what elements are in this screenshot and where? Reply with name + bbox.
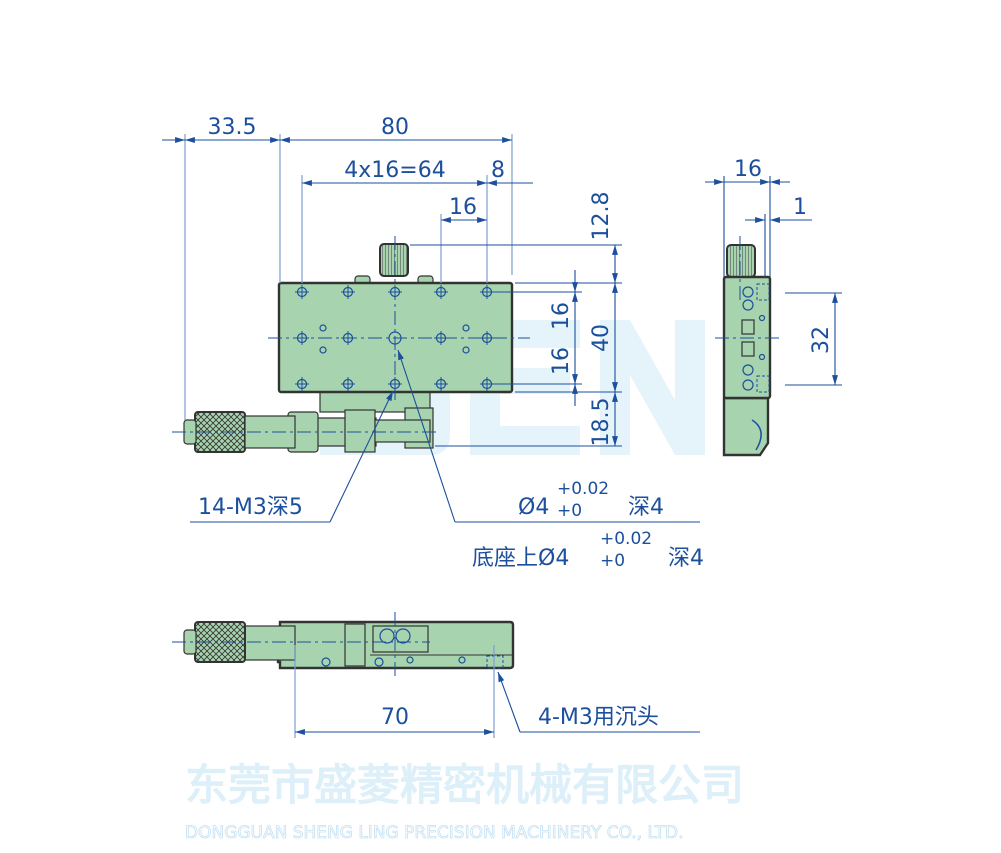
top-view-dimensions: 33.5 80 4x16=64 8 16 12.8 40 18.5 16 16 — [162, 115, 622, 447]
hole-crosshair — [434, 377, 448, 391]
dim-base-18-5: 18.5 — [589, 398, 614, 447]
note-base-pin-hole: 底座上Ø4 — [472, 546, 569, 571]
hole-crosshair — [295, 285, 309, 299]
note-countersunk-holes: 4-M3用沉头 — [538, 705, 659, 730]
pin-hole-depth: 深4 — [628, 495, 664, 520]
pin-hole-tol-lower: +0 — [557, 501, 582, 521]
base-pin-hole-depth: 深4 — [668, 546, 704, 571]
hole-crosshair — [341, 377, 355, 391]
side-view-dimensions: 16 1 32 — [705, 157, 842, 386]
note-pin-hole: Ø4 — [518, 495, 549, 520]
dim-hole-span: 4x16=64 — [344, 158, 445, 183]
hole-crosshair — [295, 377, 309, 391]
dim-pitch-16: 16 — [449, 195, 477, 220]
dim-width-80: 80 — [381, 115, 409, 140]
dim-side-width-16: 16 — [734, 157, 762, 182]
hole-crosshair — [434, 285, 448, 299]
dim-height-40: 40 — [589, 324, 614, 352]
bottom-view — [172, 612, 515, 678]
hole-crosshair — [341, 285, 355, 299]
bottom-view-dimensions: 70 4-M3用沉头 — [294, 645, 700, 738]
dim-knob-12-8: 12.8 — [589, 192, 614, 241]
dim-bottom-span-70: 70 — [381, 705, 409, 730]
pin-hole-tol-upper: +0.02 — [557, 479, 609, 499]
side-view — [715, 236, 780, 457]
dim-offset-33-5: 33.5 — [208, 115, 257, 140]
dim-side-offset-1: 1 — [793, 195, 807, 220]
lock-knob — [379, 243, 409, 277]
top-view — [172, 236, 530, 453]
base-pin-hole-tol-lower: +0 — [600, 551, 625, 571]
dim-pitch-v2: 16 — [549, 347, 574, 375]
top-view-notes: 14-M3深5 Ø4 +0.02 +0 深4 底座上Ø4 +0.02 +0 深4 — [190, 349, 704, 571]
dim-side-pitch-32: 32 — [809, 326, 834, 354]
watermark-company-en: DONGGUAN SHENG LING PRECISION MACHINERY … — [185, 823, 684, 843]
note-tapped-holes: 14-M3深5 — [198, 495, 303, 520]
dim-pitch-v1: 16 — [549, 302, 574, 330]
dim-edge-8: 8 — [491, 158, 505, 183]
base-pin-hole-tol-upper: +0.02 — [600, 529, 652, 549]
watermark-company-cn: 东莞市盛菱精密机械有限公司 — [185, 761, 744, 811]
